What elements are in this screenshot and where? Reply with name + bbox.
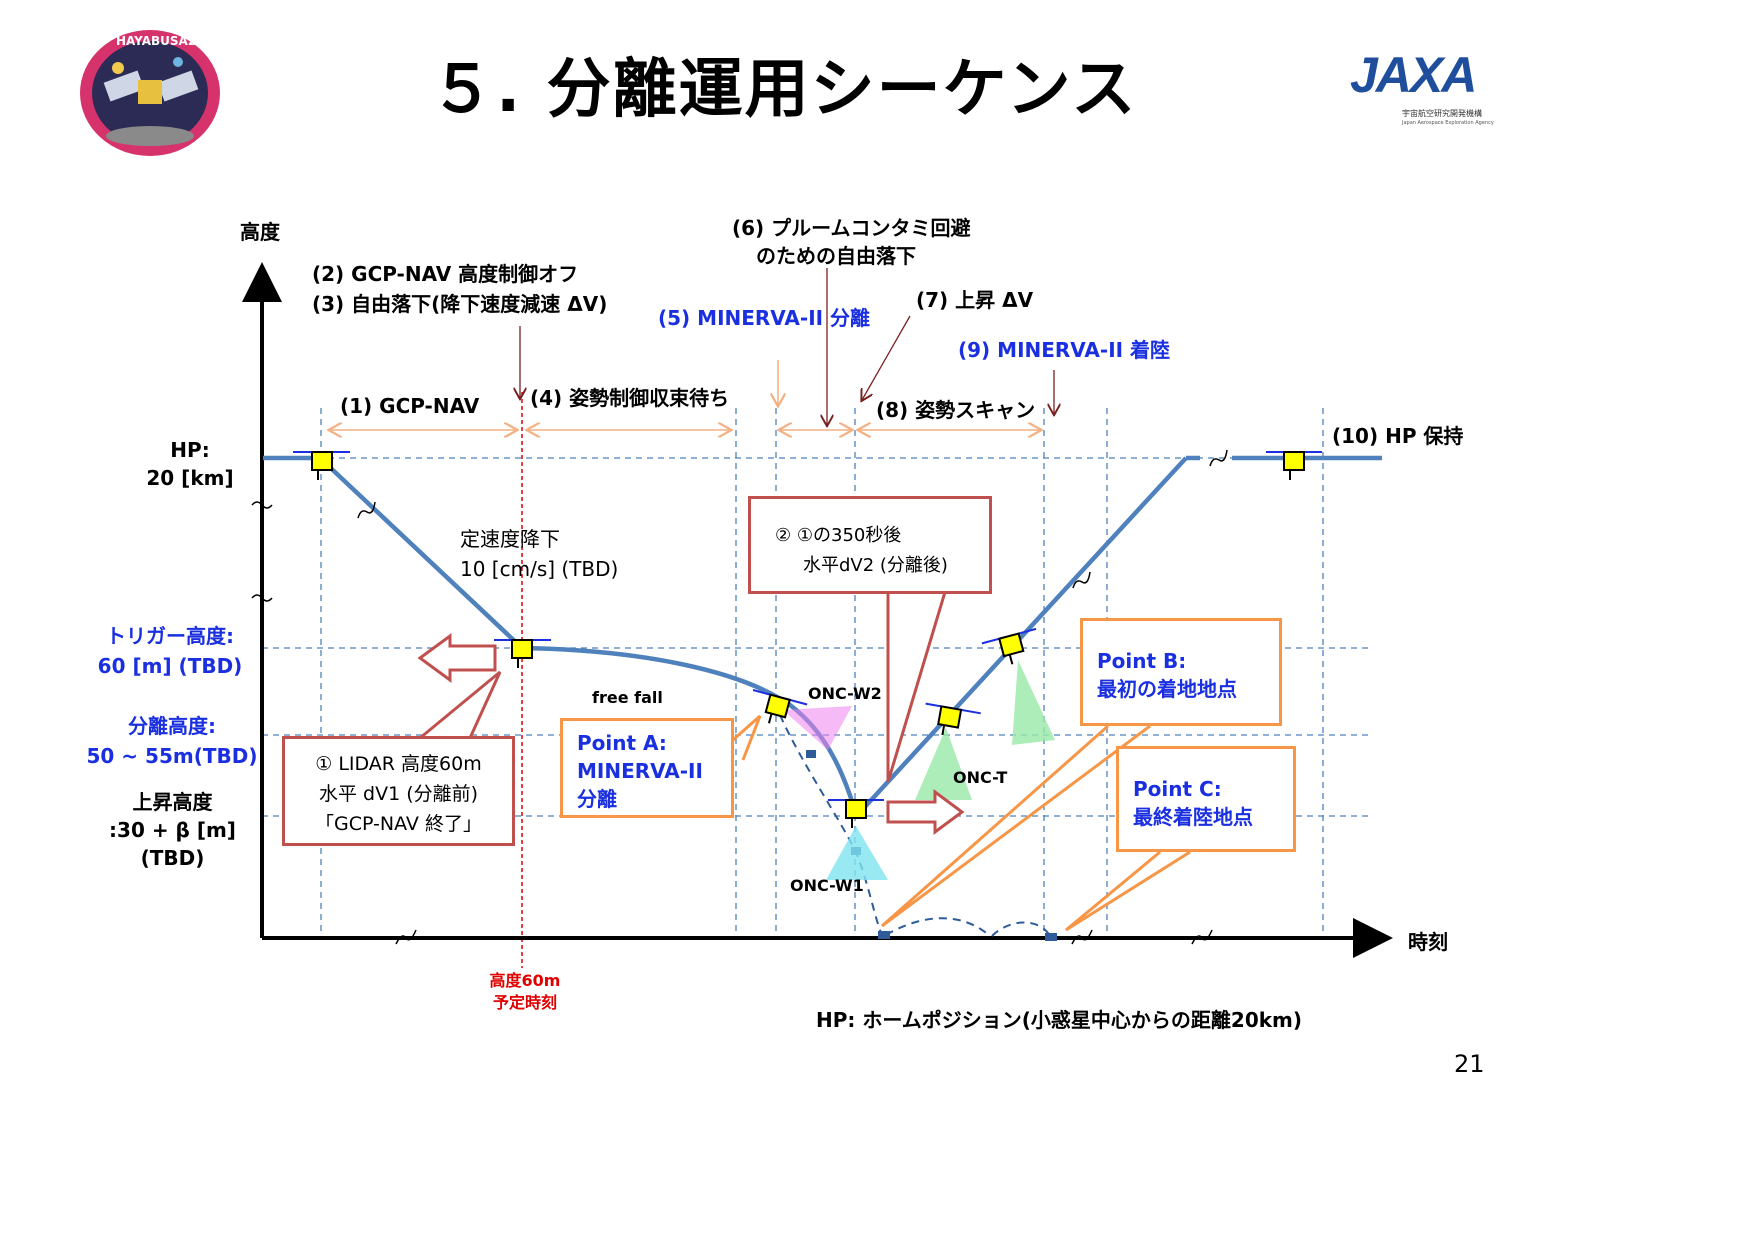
dv2-callout-line2: 水平dV2 (分離後) — [803, 555, 948, 576]
axis-break-marks — [251, 501, 1213, 945]
mission-logo-text: HAYABUSA2 — [116, 34, 197, 48]
dv2-callout: ② ①の350秒後 水平dV2 (分離後) — [748, 496, 992, 594]
event-pointer-arrows — [520, 268, 1054, 425]
spacecraft-icon-lowest — [828, 799, 884, 828]
phase-10-label: (10) HP 保持 — [1332, 424, 1464, 448]
trigger-altitude-line2: 60 [m] (TBD) — [97, 654, 243, 678]
separation-altitude-line1: 分離高度: — [128, 714, 216, 738]
spacecraft-icon-hp-end — [1266, 451, 1322, 480]
point-c-callout: Point C: 最終着陸地点 — [1116, 746, 1296, 852]
jaxa-logo: JAXA 宇宙航空研究開発機構 Japan Aerospace Explorat… — [1330, 40, 1494, 135]
point-pointers — [732, 714, 1191, 932]
point-b-line1: Point B: — [1097, 649, 1187, 673]
hayabusa2-mission-logo: HAYABUSA2 — [78, 28, 222, 158]
spacecraft-icon-ascent-2 — [981, 627, 1037, 665]
altitude-60m-time-line2: 予定時刻 — [492, 993, 557, 1012]
axes — [242, 262, 1393, 958]
trigger-altitude-label: トリガー高度: 60 [m] (TBD) — [90, 622, 250, 680]
phase-3-label: (3) 自由落下(降下速度減速 ΔV) — [312, 292, 608, 316]
camera-fov-cones — [783, 660, 1055, 880]
separation-altitude-label: 分離高度: 50 ~ 55m(TBD) — [82, 712, 262, 770]
descent-rate-line2: 10 [cm/s] (TBD) — [460, 557, 619, 581]
separation-altitude-line2: 50 ~ 55m(TBD) — [86, 744, 258, 768]
dv2-callout-line1: ② ①の350秒後 — [775, 525, 902, 546]
phase-9-label: (9) MINERVA-II 着陸 — [958, 338, 1171, 362]
lidar-dv1-callout: ① LIDAR 高度60m 水平 dV1 (分離前) 「GCP-NAV 終了」 — [282, 736, 515, 846]
point-c-line2: 最終着陸地点 — [1133, 805, 1253, 829]
lidar-callout-line1: ① LIDAR 高度60m — [315, 753, 482, 775]
spacecraft-icons — [293, 451, 1322, 828]
phase-6-label: (6) プルームコンタミ回避 のための自由落下 — [732, 214, 971, 270]
sequence-diagram — [242, 262, 1393, 968]
phase-span-arrows — [330, 360, 1040, 430]
minerva-trajectory — [779, 714, 1051, 937]
x-axis-label: 時刻 — [1408, 930, 1448, 954]
hp-altitude-line2: 20 [km] — [146, 466, 234, 490]
lidar-callout-line2: 水平 dV1 (分離前) — [318, 783, 479, 805]
spacecraft-icon-hp-start — [293, 451, 350, 480]
spacecraft-icon-separation — [752, 689, 808, 724]
lidar-callout-line3: 「GCP-NAV 終了」 — [315, 813, 482, 835]
phase-6-line2: のための自由落下 — [756, 244, 916, 268]
descent-rate-label: 定速度降下 10 [cm/s] (TBD) — [460, 524, 618, 584]
spacecraft-icon-ascent-1 — [925, 702, 981, 736]
phase-7-label: (7) 上昇 ΔV — [916, 288, 1034, 312]
onc-w2-label: ONC-W2 — [808, 684, 882, 703]
point-a-line3: 分離 — [577, 787, 617, 811]
point-a-line2: MINERVA-II — [577, 759, 703, 783]
ascent-altitude-line2: :30 + β [m] — [109, 818, 236, 842]
phase-4-label: (4) 姿勢制御収束待ち — [530, 386, 730, 410]
spacecraft-icon-trigger — [494, 639, 551, 668]
altitude-60m-time-line1: 高度60m — [489, 971, 561, 990]
altitude-60m-time-label: 高度60m 予定時刻 — [470, 970, 580, 1014]
hp-definition-note: HP: ホームポジション(小惑星中心からの距離20km) — [816, 1008, 1303, 1032]
phase-1-label: (1) GCP-NAV — [340, 394, 480, 418]
jaxa-name-en: Japan Aerospace Exploration Agency — [1402, 120, 1494, 126]
horizontal-dv2-arrow — [886, 789, 965, 835]
ascent-altitude-line1: 上昇高度 — [132, 790, 213, 814]
point-c-line1: Point C: — [1133, 777, 1222, 801]
slide: HAYABUSA2 ５. 分離運用シーケンス JAXA 宇宙航空研究開発機構 J… — [78, 28, 1494, 1078]
point-b-line2: 最初の着地地点 — [1097, 677, 1237, 701]
jaxa-logo-wordmark: JAXA — [1350, 47, 1477, 103]
point-b-callout: Point B: 最初の着地地点 — [1080, 618, 1282, 726]
phase-2-label: (2) GCP-NAV 高度制御オフ — [312, 262, 579, 286]
page-number: 21 — [1454, 1050, 1485, 1078]
descent-rate-line1: 定速度降下 — [460, 527, 560, 551]
point-a-callout: Point A: MINERVA-II 分離 — [560, 718, 734, 818]
phase-8-label: (8) 姿勢スキャン — [876, 398, 1036, 422]
phase-5-label: (5) MINERVA-II 分離 — [658, 306, 871, 330]
y-axis-label: 高度 — [240, 220, 280, 244]
trajectory-break-marks — [357, 449, 1228, 589]
hp-altitude-line1: HP: — [170, 438, 210, 462]
callout-pointers — [419, 591, 947, 783]
ascent-altitude-line3: (TBD) — [140, 846, 205, 870]
onc-w1-label: ONC-W1 — [790, 876, 864, 895]
ascent-altitude-label: 上昇高度 :30 + β [m] (TBD) — [100, 788, 245, 872]
hayabusa2-logo-graphic — [80, 30, 220, 156]
page-title: ５. 分離運用シーケンス — [430, 53, 1138, 127]
trigger-altitude-line1: トリガー高度: — [106, 624, 234, 648]
free-fall-label: free fall — [592, 688, 663, 707]
hp-altitude-label: HP: 20 [km] — [140, 436, 240, 492]
phase-6-line1: (6) プルームコンタミ回避 — [732, 216, 971, 240]
onc-t-label: ONC-T — [953, 768, 1008, 787]
jaxa-name-jp: 宇宙航空研究開発機構 — [1402, 109, 1482, 118]
point-a-line1: Point A: — [577, 731, 667, 755]
horizontal-dv1-arrow — [417, 633, 497, 683]
